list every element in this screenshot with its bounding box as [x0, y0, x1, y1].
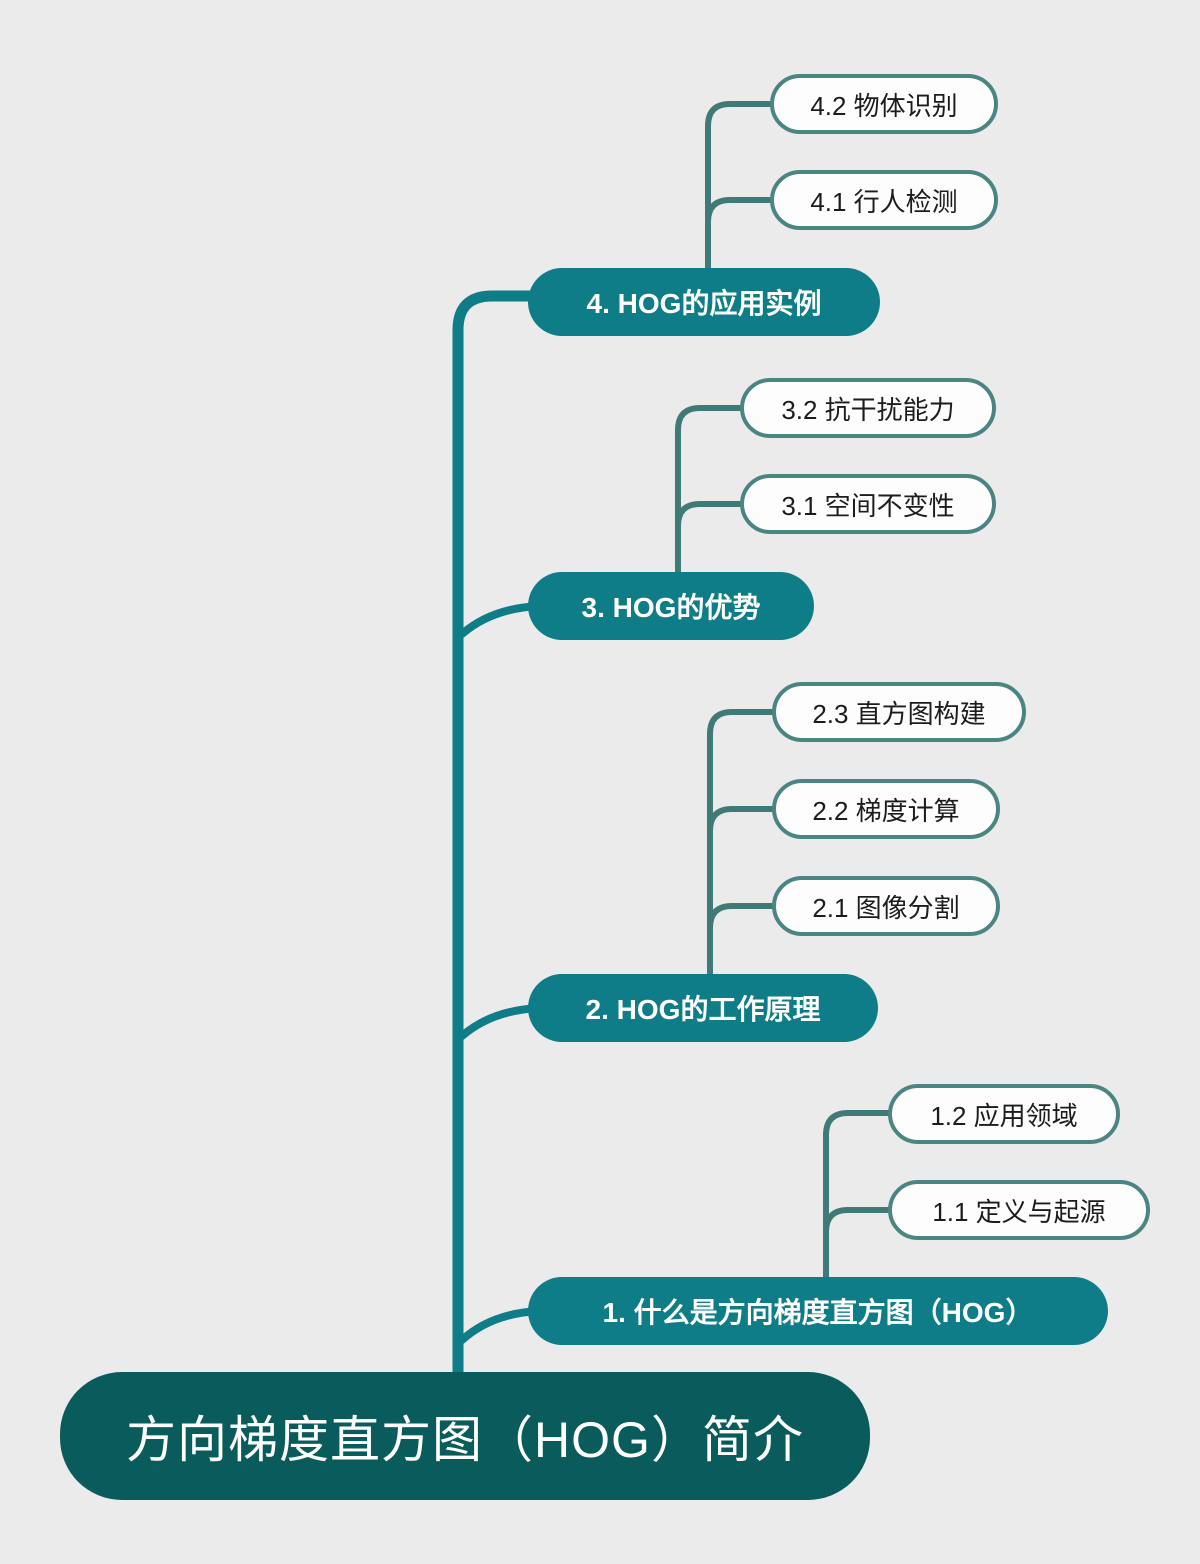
- root-node[interactable]: 方向梯度直方图（HOG）简介: [60, 1372, 870, 1500]
- leaf-node-4-2[interactable]: 4.2 物体识别: [770, 74, 998, 134]
- branch-node-3[interactable]: 3. HOG的优势: [528, 572, 814, 640]
- leaf-node-1-2-label: 1.2 应用领域: [930, 1100, 1078, 1131]
- leaf-node-3-2-label: 3.2 抗干扰能力: [781, 394, 955, 425]
- leaf-node-1-1-label: 1.1 定义与起源: [932, 1196, 1106, 1227]
- branch-2-leaf-2-edge: [707, 806, 779, 834]
- leaf-node-2-2[interactable]: 2.2 梯度计算: [772, 779, 1000, 839]
- leaf-node-3-1[interactable]: 3.1 空间不变性: [740, 474, 996, 534]
- branch-2-subtrunk-edge: [707, 709, 779, 988]
- branch-4-subtrunk-edge: [705, 101, 777, 281]
- leaf-node-1-1[interactable]: 1.1 定义与起源: [888, 1180, 1150, 1240]
- leaf-node-2-2-label: 2.2 梯度计算: [812, 795, 960, 826]
- branch-1-leaf-1-edge: [823, 1207, 895, 1235]
- branch-node-4[interactable]: 4. HOG的应用实例: [528, 268, 880, 336]
- branch-1-subtrunk-edge: [823, 1110, 895, 1291]
- branch-3-subtrunk-edge: [675, 405, 747, 586]
- leaf-node-1-2[interactable]: 1.2 应用领域: [888, 1084, 1120, 1144]
- branch-node-1-label: 1. 什么是方向梯度直方图（HOG）: [602, 1297, 1034, 1328]
- leaf-node-2-1[interactable]: 2.1 图像分割: [772, 876, 1000, 936]
- branch-4-leaf-1-edge: [705, 197, 777, 225]
- leaf-node-3-2[interactable]: 3.2 抗干扰能力: [740, 378, 996, 438]
- branch-2-leaf-1-edge: [707, 903, 779, 931]
- root-node-label: 方向梯度直方图（HOG）简介: [126, 1412, 804, 1468]
- leaf-node-2-3[interactable]: 2.3 直方图构建: [772, 682, 1026, 742]
- leaf-node-4-1-label: 4.1 行人检测: [810, 186, 958, 217]
- branch-node-1[interactable]: 1. 什么是方向梯度直方图（HOG）: [528, 1277, 1108, 1345]
- branch-node-4-label: 4. HOG的应用实例: [586, 288, 822, 319]
- leaf-node-2-1-label: 2.1 图像分割: [812, 892, 960, 923]
- leaf-node-3-1-label: 3.1 空间不变性: [781, 490, 955, 521]
- leaf-node-4-1[interactable]: 4.1 行人检测: [770, 170, 998, 230]
- leaf-node-2-3-label: 2.3 直方图构建: [812, 698, 986, 729]
- trunk-edge: [452, 290, 546, 1401]
- leaf-node-4-2-label: 4.2 物体识别: [810, 90, 958, 121]
- branch-3-leaf-1-edge: [675, 501, 747, 529]
- branch-node-2[interactable]: 2. HOG的工作原理: [528, 974, 878, 1042]
- branch-node-2-label: 2. HOG的工作原理: [585, 994, 821, 1025]
- branch-node-3-label: 3. HOG的优势: [581, 592, 761, 623]
